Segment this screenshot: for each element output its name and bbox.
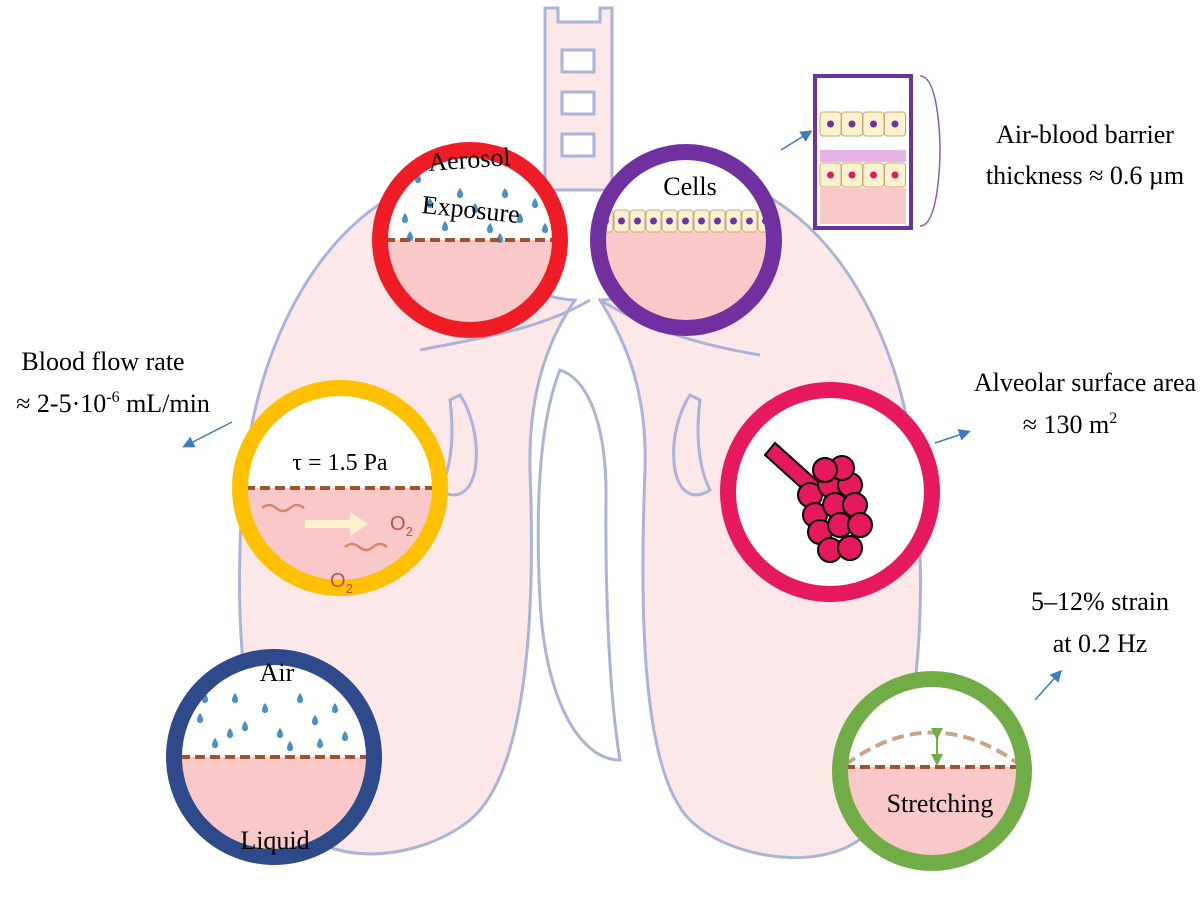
o2-label-a: O2 (390, 513, 413, 539)
droplet-icon (532, 198, 538, 208)
droplet-icon (212, 738, 218, 748)
droplet-icon (227, 728, 233, 738)
stretching-label: Stretching (887, 789, 994, 818)
droplet-icon (487, 223, 493, 233)
droplet-icon (402, 213, 408, 223)
cells-circle: Cells (590, 144, 782, 336)
cell-nucleus (848, 171, 856, 179)
shear-stress-circle: τ = 1.5 Pa O2 O2 (232, 380, 448, 596)
aerosol-droplets (392, 173, 548, 243)
cell-nucleus (848, 120, 856, 128)
cell-nucleus (870, 171, 877, 179)
droplet-icon (242, 721, 248, 731)
cell-nucleus (827, 120, 834, 128)
liquid-label: Liquid (240, 826, 309, 855)
droplet-icon (312, 715, 318, 725)
surface-annotation-line1: Alveolar surface area (974, 368, 1197, 397)
aerosol-exposure-circle: Aerosol Exposure (372, 142, 568, 338)
cell-nucleus (618, 217, 625, 225)
droplet-icon (502, 188, 508, 198)
barrier-annotation-line1: Air-blood barrier (996, 120, 1174, 149)
droplet-icon (232, 693, 238, 703)
surface-annotation-line2: ≈ 130 m2 (1023, 410, 1118, 439)
droplet-icon (197, 713, 203, 723)
cells-label: Cells (663, 172, 716, 201)
droplet-icon (277, 728, 283, 738)
strain-annotation-line2: at 0.2 Hz (1053, 629, 1148, 658)
cell-nucleus (698, 217, 705, 225)
droplet-icon (332, 703, 338, 713)
droplet-icon (342, 731, 348, 741)
cell-nucleus (891, 120, 899, 128)
strain-annotation-line1: 5–12% strain (1031, 587, 1169, 616)
cell-nucleus (891, 171, 899, 179)
cell-monolayer (598, 209, 774, 233)
cell-nucleus (714, 217, 721, 225)
droplet-icon (287, 741, 293, 751)
alveolus (847, 512, 873, 538)
cell-nucleus (634, 217, 641, 225)
cell-nucleus (730, 217, 737, 225)
droplet-icon (457, 188, 463, 198)
cell-nucleus (682, 217, 689, 225)
droplet-icon (317, 738, 323, 748)
aerosol-label-line1: Aerosol (427, 142, 511, 177)
flow-arrow (305, 512, 368, 536)
cell-nucleus (666, 217, 673, 225)
alveoli-circle (720, 382, 940, 602)
air-label: Air (260, 658, 295, 687)
cell-nucleus (650, 217, 657, 225)
droplet-icon (262, 703, 268, 713)
o2-label-b: O2 (330, 570, 353, 596)
droplet-icon (517, 213, 523, 223)
alveoli-cluster (763, 441, 873, 563)
blood-flow-annotation-line1: Blood flow rate (21, 347, 184, 376)
cell-nucleus (827, 171, 834, 179)
flow-waves (261, 503, 388, 552)
cell-nucleus (746, 217, 753, 225)
barrier-inset (780, 74, 941, 230)
droplet-icon (297, 693, 303, 703)
blood-flow-annotation-line2: ≈ 2-5·10-6 mL/min (16, 389, 210, 418)
cell-nucleus (870, 120, 877, 128)
droplet-icon (427, 198, 433, 208)
air-liquid-circle: Air Liquid (166, 649, 382, 865)
stretching-circle: Stretching (832, 671, 1032, 871)
alveolus (812, 457, 838, 483)
alveolus (837, 535, 863, 561)
droplet-icon (472, 203, 478, 213)
barrier-annotation-line2: thickness ≈ 0.6 µm (986, 161, 1184, 190)
droplet-icon (442, 221, 448, 231)
droplet-icon (542, 223, 548, 233)
shear-stress-label: τ = 1.5 Pa (292, 450, 388, 476)
